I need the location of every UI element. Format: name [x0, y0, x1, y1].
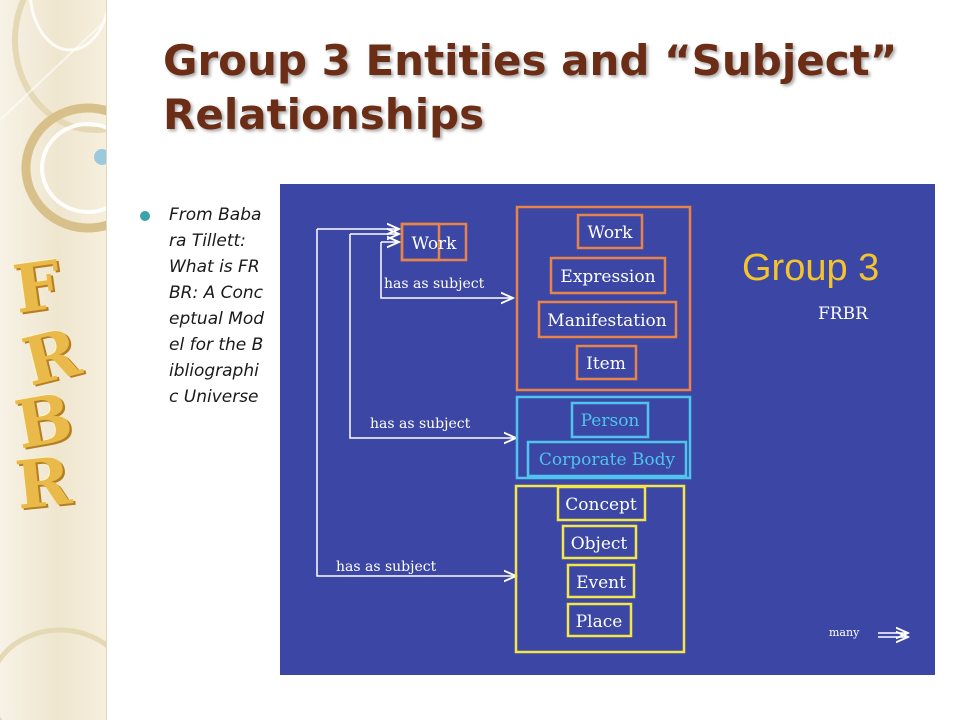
- group1-item-label: Item: [586, 354, 626, 374]
- group2-frame: [515, 395, 692, 480]
- diagram-heading: Group 3: [742, 247, 879, 289]
- decorative-swirls: [0, 0, 106, 720]
- group2-corporate-body-box: [526, 440, 688, 478]
- group1-work-box: [576, 213, 644, 250]
- group3-concept-label: Concept: [565, 495, 637, 515]
- bullet-source-text: From Babara Tillett: What is FRBR: A Con…: [169, 205, 265, 407]
- group3-object-label: Object: [571, 534, 628, 554]
- group3-place-box: [566, 602, 633, 638]
- frbr-group3-diagram: Work has as subject has as subject has a…: [280, 184, 935, 675]
- group1-expression-box: [549, 256, 667, 295]
- relationship-arrows: [316, 229, 908, 637]
- left-work-box-outline: [400, 222, 468, 262]
- group3-event-box: [566, 563, 636, 599]
- arrow-to-group3: [316, 229, 516, 576]
- decorative-sidebar: F R B R: [0, 0, 107, 720]
- arrow-to-group2: [349, 234, 516, 438]
- label-has-as-subject-2: has as subject: [370, 416, 471, 432]
- slide-title-line-1: Group 3 Entities and “Subject”: [163, 36, 898, 85]
- group1-manifestation-box: [537, 300, 678, 339]
- group1-expression-label: Expression: [560, 267, 655, 287]
- logo-letter: R: [12, 441, 75, 525]
- group1-frame: [515, 205, 692, 392]
- diagram-subheading: FRBR: [818, 304, 869, 324]
- bullet-dot-icon: [140, 211, 150, 221]
- slide-title: Group 3 Entities and “Subject” Relations…: [163, 34, 943, 142]
- group3-object-box: [561, 524, 638, 560]
- group2-person-box: [570, 401, 650, 439]
- group3-concept-box: [556, 485, 647, 522]
- left-work-label: Work: [412, 234, 458, 254]
- group1-manifestation-label: Manifestation: [547, 311, 666, 331]
- group1-item-box: [575, 344, 638, 381]
- legend-many-label: many: [829, 626, 860, 639]
- label-has-as-subject-1: has as subject: [384, 276, 485, 292]
- group2-corporate-body-label: Corporate Body: [539, 450, 676, 470]
- diagram-canvas: Work has as subject has as subject has a…: [316, 205, 935, 654]
- arrow-to-group1: [380, 242, 513, 298]
- group2-person-label: Person: [581, 411, 640, 431]
- slide-title-line-2: Relationships: [163, 90, 485, 139]
- group3-place-label: Place: [576, 612, 623, 632]
- label-has-as-subject-3: has as subject: [336, 559, 437, 575]
- group1-work-label: Work: [588, 223, 634, 243]
- group3-event-label: Event: [576, 573, 626, 593]
